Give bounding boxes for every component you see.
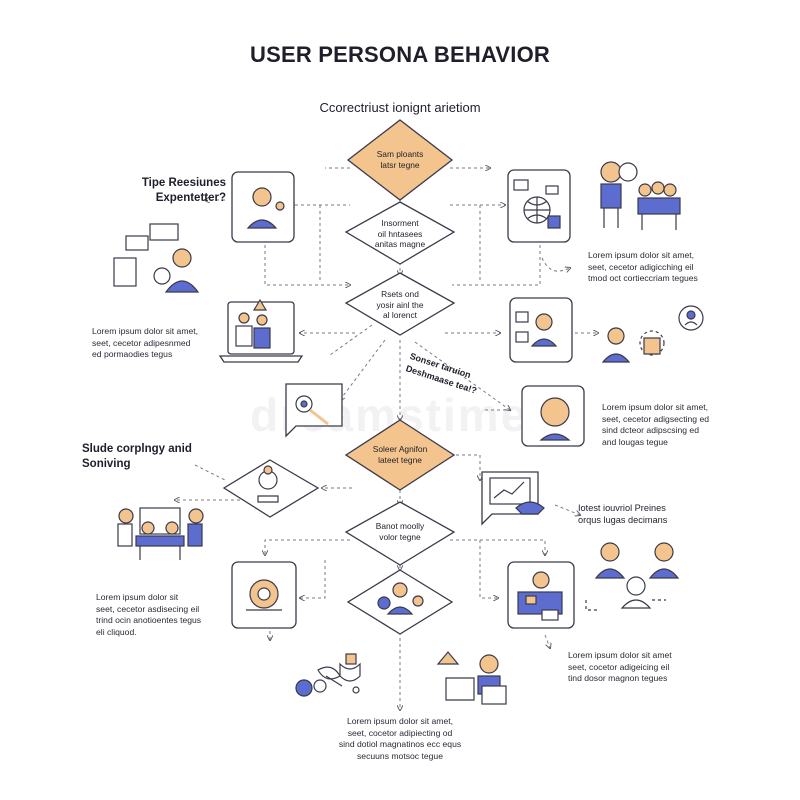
lorem-text-3: Lorem ipsum dolor sit amet, seet, ceceto… [602, 402, 710, 447]
team-diagram-icon [585, 542, 680, 611]
decision-diamond-4 [344, 419, 456, 491]
diamond-label-3: Rsets ond yosir ainl the al lorenct [376, 289, 424, 320]
meeting-room-icon [117, 507, 204, 560]
persons-cycle-icon [601, 305, 704, 363]
connector-lines [175, 168, 598, 710]
illustrations [113, 161, 704, 705]
decision-diamond-5 [344, 501, 456, 566]
lorem-text-4: Lorem ipsum dolor sit seet, cecetor asdi… [96, 592, 202, 637]
diamond-label-1: Sam ploants latsr tegne [376, 149, 424, 170]
decision-diamond-2 [344, 201, 456, 265]
page-subtitle: Ccorectriust ionignt arietiom [319, 100, 481, 115]
slide-company-label: Slude corplngy anid Soniving [82, 443, 192, 470]
connector [414, 341, 510, 410]
connector [450, 454, 480, 480]
diamond-shapes [222, 119, 456, 635]
lorem-text-2: Lorem ipsum dolor sit amet, seet, ceceto… [92, 326, 199, 360]
worker-desk-icon [436, 651, 507, 705]
magnify-speech-icon [285, 383, 343, 438]
connector [300, 560, 326, 598]
connector [329, 324, 373, 356]
connector [479, 540, 498, 598]
team-presenter-icon [600, 161, 681, 230]
lorem-text-6: Lorem ipsum dolor sit amet, seet, coceto… [338, 716, 462, 761]
connector [450, 539, 545, 555]
type-resources-label: Tipe Reesiunes Expentetter? [141, 177, 226, 204]
dna-bio-icon [295, 653, 361, 697]
connector [544, 634, 550, 648]
diamond-label-4: Soleer Agnifon lateet tegne [372, 444, 428, 465]
lorem-text-5: Lorem ipsum dolor sit amet seet, cocetor… [568, 650, 672, 684]
diamond-label-5: Banot moolly volor tegne [375, 521, 425, 542]
connector [541, 257, 570, 271]
connector [265, 539, 350, 555]
decision-diamond-6 [346, 569, 454, 635]
latest-profiles-label: Iotest iouvriol Preines orqus lugas deci… [578, 503, 668, 525]
lorem-text-1: Lorem ipsum dolor sit amet, seet, ceceto… [588, 250, 698, 284]
connector [452, 245, 541, 286]
connector [340, 339, 386, 400]
decision-diamond-1 [346, 119, 454, 201]
page-title: USER PERSONA BEHAVIOR [249, 42, 551, 67]
chat-person-icon [113, 223, 200, 293]
connector [264, 245, 350, 285]
connector [554, 504, 580, 515]
icon-glyphs [235, 179, 571, 621]
laptop-base [218, 355, 304, 363]
person-card-icon [231, 171, 295, 243]
diamond-label-2: Insorment oil hntasees anitas magne [374, 218, 426, 249]
decision-diamond-3 [344, 272, 456, 336]
